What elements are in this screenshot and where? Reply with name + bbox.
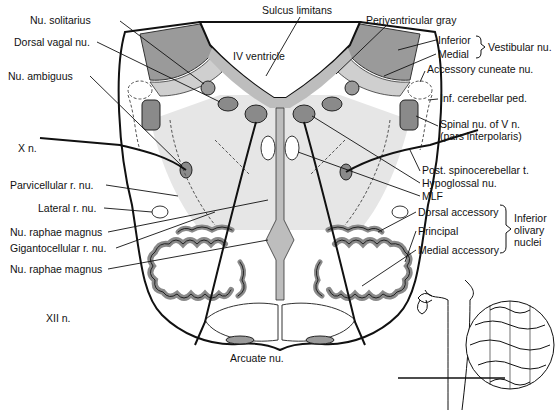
medulla-outline bbox=[119, 22, 442, 350]
structure-label: Sulcus limitans bbox=[262, 4, 332, 16]
structure-label: Hypoglossal nu. bbox=[422, 177, 497, 189]
structure-label: Nu. raphae magnus bbox=[10, 263, 102, 275]
group-label: Inferior olivary nuclei bbox=[514, 212, 560, 248]
structure-label: XII n. bbox=[46, 312, 71, 324]
arcuate-nucleus bbox=[306, 336, 334, 344]
dorsal-vagal-nucleus bbox=[322, 97, 342, 111]
lateral-reticular bbox=[392, 206, 408, 218]
structure-label: X n. bbox=[18, 142, 37, 154]
bracket-label: Inferior bbox=[438, 34, 471, 46]
pyramid bbox=[205, 303, 278, 341]
mlf bbox=[261, 136, 275, 160]
spinal-trigeminal bbox=[400, 100, 418, 130]
spinal-trigeminal bbox=[142, 100, 160, 130]
bracket bbox=[500, 205, 511, 253]
bracket-label: Dorsal accessory bbox=[418, 206, 499, 218]
hypoglossal-nucleus bbox=[245, 105, 267, 123]
structure-label: Lateral r. nu. bbox=[38, 202, 96, 214]
lateral-reticular bbox=[152, 206, 168, 218]
bracket-label: Principal bbox=[418, 225, 458, 237]
structure-label: Accessory cuneate nu. bbox=[427, 63, 533, 75]
structure-label: Dorsal vagal nu. bbox=[14, 36, 90, 48]
structure-label: Nu. solitarius bbox=[30, 14, 91, 26]
nucleus-solitarius bbox=[345, 81, 359, 95]
dorsal-vagal-nucleus bbox=[218, 97, 238, 111]
structure-label: Post. spinocerebellar t. bbox=[422, 164, 529, 176]
structure-label: Periventricular gray bbox=[366, 14, 456, 26]
structure-label: Nu. raphae magnus bbox=[10, 226, 102, 238]
pyramid bbox=[282, 303, 355, 341]
structure-label: MLF bbox=[422, 190, 443, 202]
reticular-boundary bbox=[170, 120, 390, 225]
mlf bbox=[285, 136, 299, 160]
bracket-label: Medial accessory bbox=[418, 244, 499, 256]
leader-lines bbox=[90, 17, 438, 286]
raphe bbox=[266, 108, 294, 300]
hypoglossal-nerve bbox=[195, 122, 256, 345]
group-label: Vestibular nu. bbox=[488, 41, 552, 53]
bracket-label: Medial bbox=[438, 48, 469, 60]
inset-brainstem bbox=[398, 280, 554, 410]
inferior-olive bbox=[316, 227, 410, 298]
structure-label: Inf. cerebellar ped. bbox=[440, 92, 527, 104]
inferior-olive bbox=[150, 227, 244, 298]
structure-label: Parvicellular r. nu. bbox=[10, 179, 93, 191]
structure-label: Nu. ambiguus bbox=[8, 70, 73, 82]
accessory-cuneate bbox=[408, 81, 432, 99]
structure-label: Arcuate nu. bbox=[230, 352, 284, 364]
structure-label: Gigantocellular r. nu. bbox=[10, 242, 106, 254]
accessory-cuneate bbox=[128, 81, 152, 99]
structure-label: Spinal nu. of V n. (pars interpolaris) bbox=[440, 118, 544, 142]
vagus-nerve bbox=[40, 138, 186, 170]
bracket bbox=[476, 36, 485, 58]
structure-label: IV ventricle bbox=[233, 50, 285, 62]
hypoglossal-nucleus bbox=[293, 105, 315, 123]
arcuate-nucleus bbox=[226, 336, 254, 344]
hypoglossal-nerve bbox=[304, 122, 365, 345]
